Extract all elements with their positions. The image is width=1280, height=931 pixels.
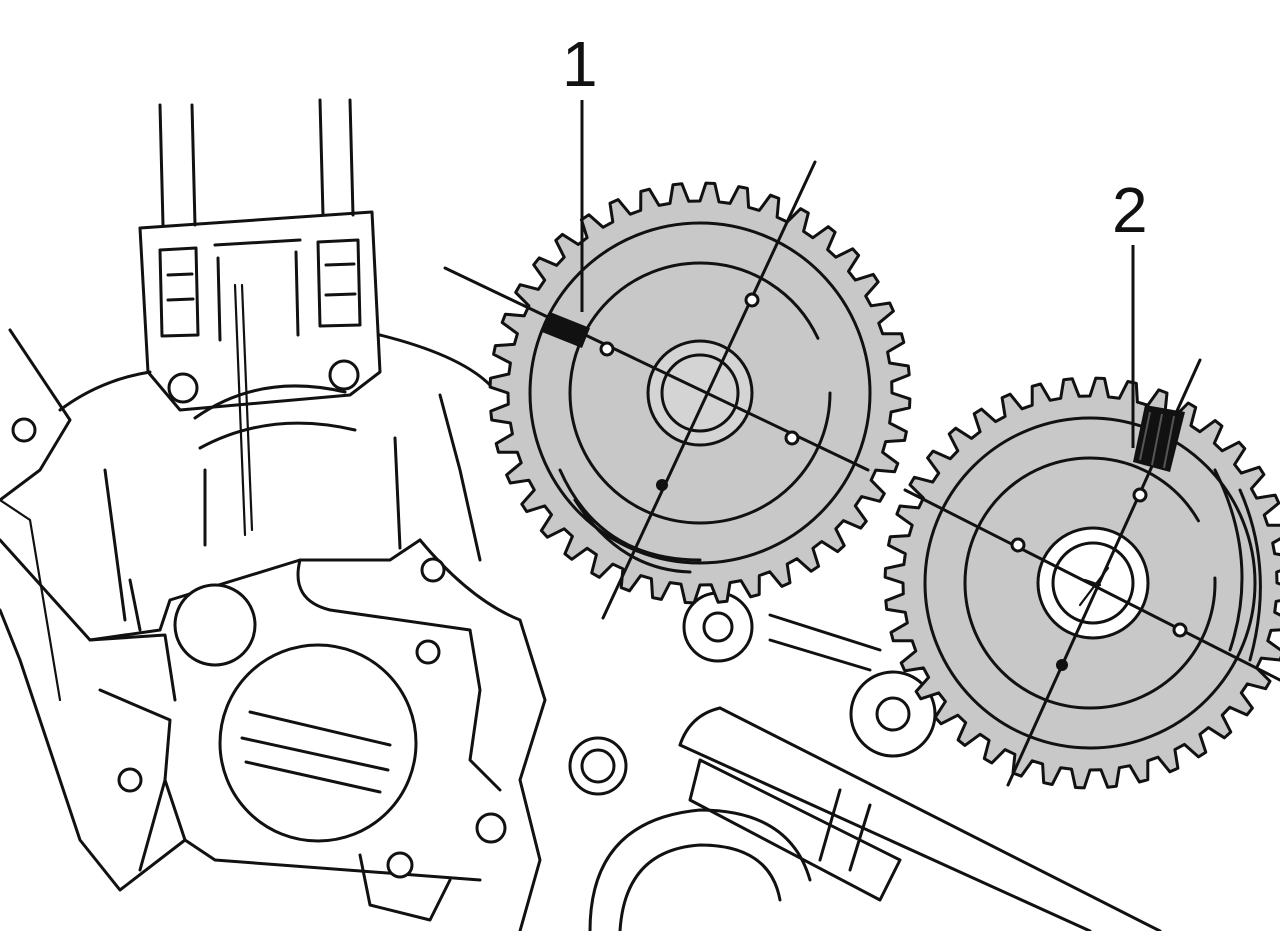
lower-housing-outline [568, 591, 1162, 931]
engine-block-outline [0, 98, 547, 931]
gear-1-face [443, 160, 872, 620]
gear-1-timing-mark [542, 312, 590, 348]
gear-2-face [903, 358, 1280, 787]
gear-2 [883, 358, 1280, 790]
callout-1: 1 [562, 28, 598, 312]
gear-1 [443, 160, 912, 620]
callout-2-label: 2 [1112, 174, 1148, 246]
callout-2: 2 [1112, 174, 1148, 448]
callout-1-label: 1 [562, 28, 598, 100]
